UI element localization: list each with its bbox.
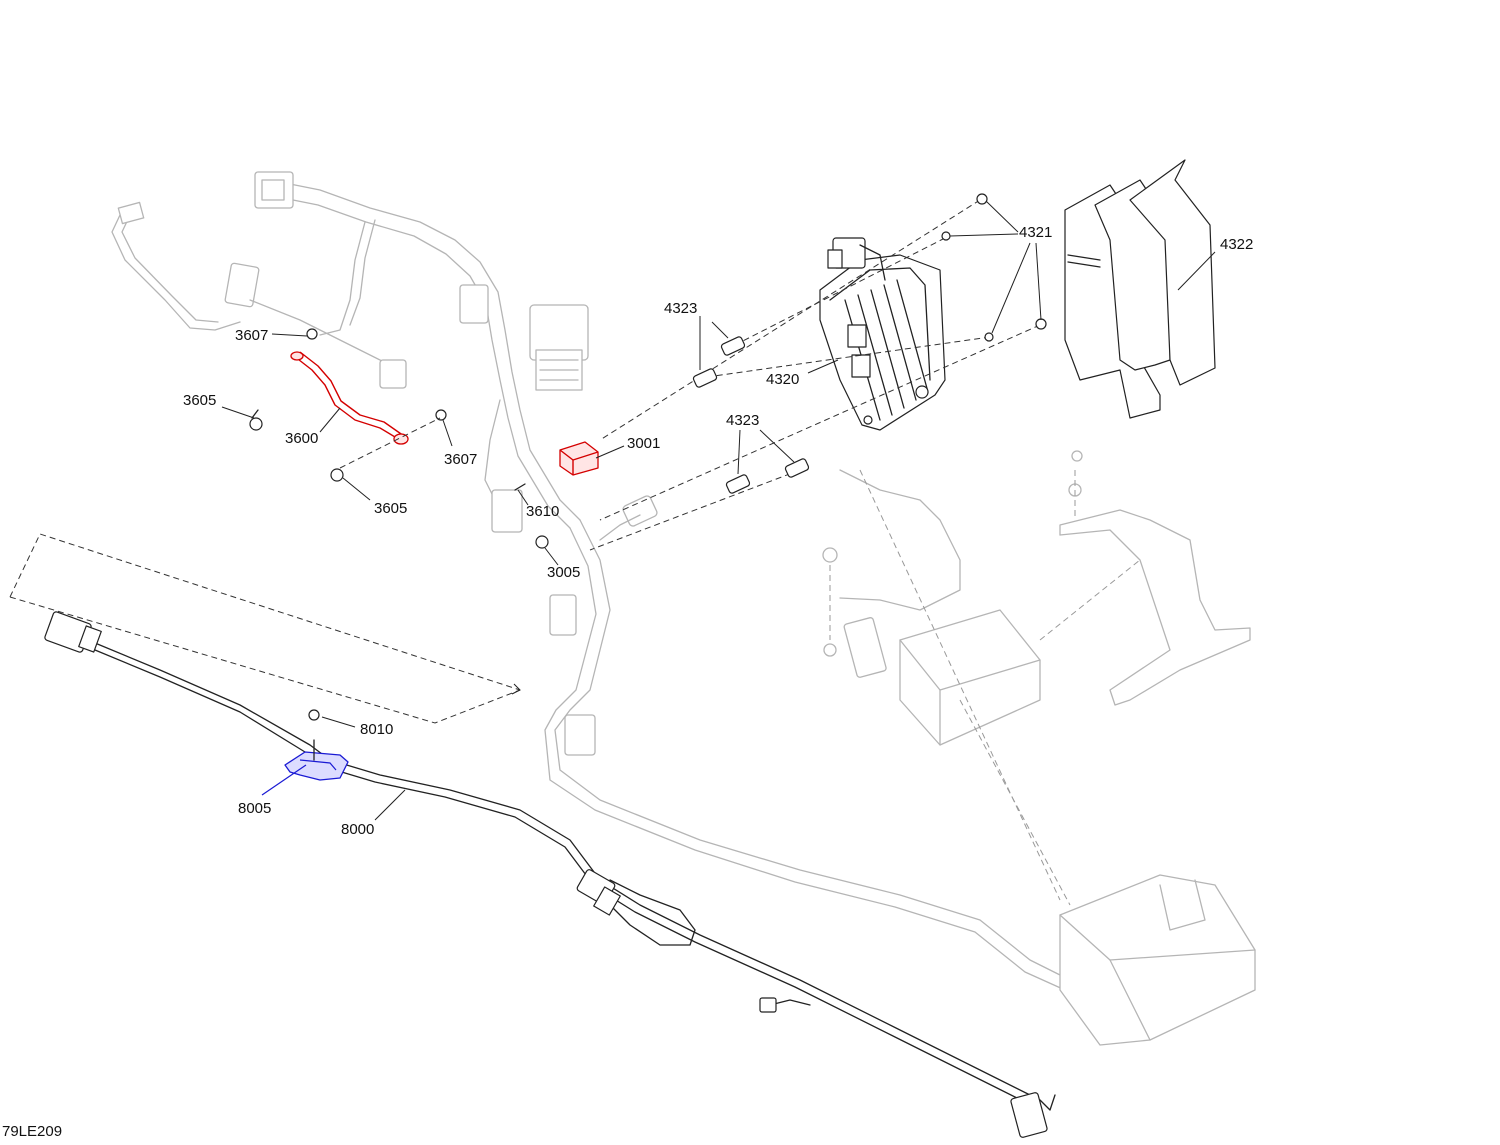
callout-4323-upper: 4323 [664, 300, 697, 317]
nuts-4321 [941, 193, 1047, 342]
bolts-3605-3607 [249, 328, 549, 549]
leader-lines [221, 200, 1216, 821]
callout-4321: 4321 [1019, 224, 1052, 241]
diagram-reference-code: 79LE209 [2, 1123, 63, 1140]
connector-3001 [559, 441, 599, 476]
heat-shield-4322 [1064, 159, 1216, 419]
callout-3005: 3005 [547, 564, 580, 581]
harness-8000 [9, 533, 1056, 1138]
callout-3607-lower: 3607 [444, 451, 477, 468]
callout-3600: 3600 [285, 430, 318, 447]
regulator-assembly-lines [589, 199, 1041, 551]
battery-assembly [822, 450, 1256, 1046]
voltage-regulator-4320 [819, 237, 946, 431]
callout-4323-lower: 4323 [726, 412, 759, 429]
standoffs-4323 [692, 336, 810, 494]
callout-4320: 4320 [766, 371, 799, 388]
main-wiring-harness [111, 171, 1071, 991]
ground-cable-3600 [290, 351, 409, 445]
callout-labels: 3607 3605 3600 3607 3605 3610 3005 3001 … [183, 224, 1253, 838]
callout-3610: 3610 [526, 503, 559, 520]
callout-8005: 8005 [238, 800, 271, 817]
callout-3605-upper: 3605 [183, 392, 216, 409]
callout-4322: 4322 [1220, 236, 1253, 253]
callout-8000: 8000 [341, 821, 374, 838]
callout-3607-upper: 3607 [235, 327, 268, 344]
callout-3001: 3001 [627, 435, 660, 452]
callout-3605-lower: 3605 [374, 500, 407, 517]
callout-8010: 8010 [360, 721, 393, 738]
